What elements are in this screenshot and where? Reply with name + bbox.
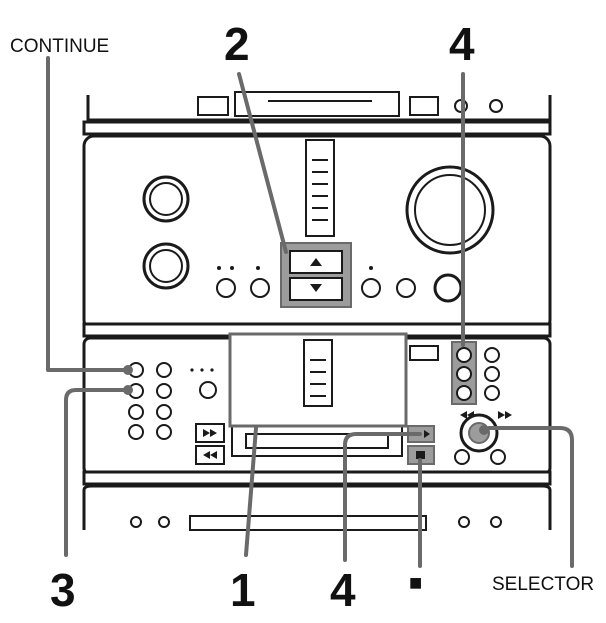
selector-label: SELECTOR — [492, 574, 594, 595]
stop-icon — [416, 451, 425, 459]
rewind-icon — [203, 451, 217, 459]
deck-button-a[interactable] — [156, 362, 172, 378]
deck-button-g[interactable] — [454, 449, 470, 465]
deck-button-f[interactable] — [156, 424, 172, 440]
top-unit — [82, 91, 552, 136]
play-icon — [424, 430, 430, 438]
mode-button-3[interactable] — [456, 385, 472, 401]
amp-button-1[interactable] — [216, 278, 236, 298]
deck-button-h[interactable] — [490, 449, 506, 465]
step-4-top-label: 4 — [449, 18, 475, 70]
callout-lines — [46, 56, 574, 568]
power-button[interactable] — [433, 273, 463, 303]
deck-button-e[interactable] — [128, 424, 144, 440]
amp-button-3[interactable] — [361, 278, 381, 298]
stop-symbol-label: ■ — [409, 570, 422, 595]
tape-deck-unit — [82, 332, 552, 486]
mode-button-6[interactable] — [484, 385, 500, 401]
step-1-label: 1 — [230, 564, 256, 616]
skip-forward-icon — [498, 411, 512, 419]
deck-button-d[interactable] — [156, 404, 172, 420]
deck-button-c[interactable] — [128, 404, 144, 420]
mode-button-2[interactable] — [456, 366, 472, 382]
mode-button-4[interactable] — [484, 347, 500, 363]
step-4-bottom-label: 4 — [330, 564, 356, 616]
continue-label: CONTINUE — [10, 36, 109, 57]
small-dial[interactable] — [199, 381, 217, 399]
amplifier-unit — [82, 134, 552, 338]
amp-button-2[interactable] — [250, 278, 270, 298]
step-2-label: 2 — [224, 18, 250, 70]
amp-button-4[interactable] — [396, 278, 416, 298]
step-3-label: 3 — [50, 564, 76, 616]
volume-up-icon — [310, 258, 322, 266]
bottom-unit — [82, 484, 552, 531]
volume-knob[interactable] — [405, 165, 495, 255]
mode-button-5[interactable] — [484, 366, 500, 382]
deck-button-b[interactable] — [156, 383, 172, 399]
mode-button-1[interactable] — [456, 347, 472, 363]
volume-down-icon — [310, 284, 322, 292]
fast-forward-icon — [203, 429, 217, 437]
